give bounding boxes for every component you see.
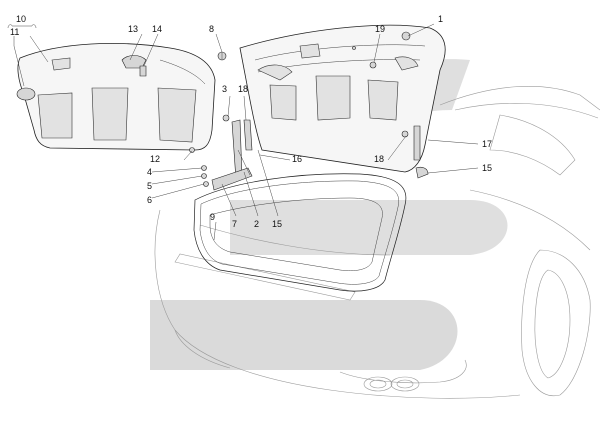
callout-19: 19 <box>375 24 385 34</box>
callout-10: 10 <box>16 14 26 24</box>
callout-3: 3 <box>222 84 227 94</box>
callout-8: 8 <box>209 24 214 34</box>
callout-1: 1 <box>438 14 443 24</box>
callout-labels: 10 11 13 14 8 19 1 3 18 12 16 17 18 15 4… <box>10 14 492 229</box>
right-strut-assembly <box>401 125 429 179</box>
callout-12: 12 <box>150 154 160 164</box>
callout-15-right: 15 <box>482 163 492 173</box>
callout-14: 14 <box>152 24 162 34</box>
bolt-8 <box>217 51 227 61</box>
car-body-outline <box>154 85 600 399</box>
inner-trim-panel <box>16 43 216 153</box>
callout-15-lower: 15 <box>272 219 282 229</box>
callout-4: 4 <box>147 167 152 177</box>
callout-bracket <box>7 24 37 29</box>
trunk-lid <box>239 24 446 173</box>
leader-lines <box>13 23 479 241</box>
handle-and-trim <box>121 55 147 77</box>
callout-6: 6 <box>147 195 152 205</box>
callout-7: 7 <box>232 219 237 229</box>
callout-17: 17 <box>482 139 492 149</box>
callout-18-lower: 18 <box>374 154 384 164</box>
callout-18-upper: 18 <box>238 84 248 94</box>
trunk-seal <box>193 173 407 292</box>
callout-5: 5 <box>147 181 152 191</box>
callout-13: 13 <box>128 24 138 34</box>
callout-9: 9 <box>210 212 215 222</box>
callout-11: 11 <box>10 27 19 37</box>
callout-16: 16 <box>292 154 302 164</box>
callout-2: 2 <box>254 219 259 229</box>
